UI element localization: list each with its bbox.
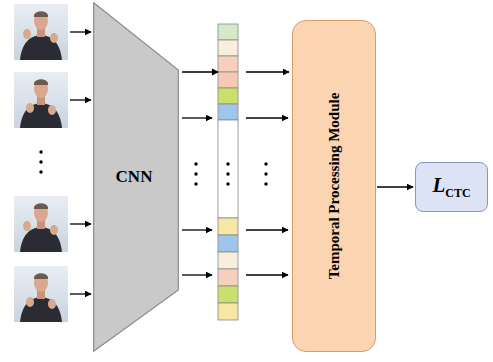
feature-arrow — [182, 274, 212, 275]
signer-hand — [23, 221, 31, 231]
signer-hand — [23, 29, 31, 39]
signer-body — [20, 103, 62, 128]
ellipsis-dot — [264, 172, 267, 175]
video-frame — [14, 266, 68, 322]
signer-body — [20, 297, 62, 322]
ellipsis-dot — [226, 162, 229, 165]
loss-box: LCTC — [415, 162, 488, 212]
signer-hand — [48, 299, 56, 309]
ellipsis-dot — [264, 182, 267, 185]
feature-cell — [218, 269, 238, 286]
feature-arrow — [246, 229, 288, 230]
feature-arrow — [246, 117, 288, 118]
ellipsis-dot — [39, 150, 42, 153]
frame-background — [14, 4, 68, 60]
feature-cell — [218, 40, 238, 56]
input-arrow — [70, 223, 91, 224]
signer-hair — [34, 11, 48, 17]
ellipsis-dot — [194, 172, 197, 175]
ellipsis-dot — [39, 160, 42, 163]
input-arrow — [70, 99, 91, 100]
feature-cell — [218, 303, 238, 320]
signer-head — [34, 80, 48, 98]
flow-arrow — [377, 186, 413, 187]
ellipsis-dot — [264, 162, 267, 165]
feature-cell — [218, 104, 238, 120]
ellipsis-dot — [194, 182, 197, 185]
signer-hand — [26, 297, 34, 307]
input-arrow — [70, 293, 91, 294]
input-arrow — [70, 31, 91, 32]
feature-cell — [218, 88, 238, 104]
feature-cell — [218, 286, 238, 303]
loss-symbol: L — [432, 173, 445, 197]
frame-background — [14, 266, 68, 322]
frame-background — [14, 196, 68, 252]
feature-cell — [218, 120, 238, 218]
signer-head — [34, 274, 48, 292]
signer-hair — [34, 273, 48, 279]
arrow-head — [212, 69, 219, 76]
feature-arrow — [182, 229, 212, 230]
temporal-module-box: Temporal Processing Module — [292, 20, 376, 352]
video-frame — [14, 72, 68, 128]
loss-subscript: CTC — [445, 186, 470, 200]
feature-cell — [218, 235, 238, 252]
text-holder: CNN — [93, 2, 179, 352]
feature-cell — [218, 24, 238, 40]
signer-hand — [50, 33, 58, 43]
feature-cell — [218, 56, 238, 72]
feature-arrow — [246, 274, 288, 275]
frame-background — [14, 72, 68, 128]
feature-arrow — [182, 117, 212, 118]
node-label: Temporal Processing Module — [326, 93, 343, 280]
ellipsis-dot — [226, 182, 229, 185]
feature-cell — [218, 218, 238, 235]
signer-head — [34, 12, 48, 30]
signer-hair — [34, 203, 48, 209]
ellipsis-dot — [226, 172, 229, 175]
cnn-trapezoid: CNN — [93, 2, 179, 352]
signer-head — [34, 204, 48, 222]
ellipsis-dot — [39, 170, 42, 173]
feature-cell — [218, 252, 238, 269]
video-frame — [14, 196, 68, 252]
flow-arrow — [182, 71, 289, 72]
trapezoid-shape — [94, 3, 179, 352]
signer-hand — [50, 225, 58, 235]
signer-hand — [48, 105, 56, 115]
feature-cell — [218, 72, 238, 88]
signer-hand — [26, 103, 34, 113]
text-holder: LCTC — [432, 173, 470, 201]
signer-hair — [34, 79, 48, 85]
ellipsis-dot — [194, 162, 197, 165]
video-frame — [14, 4, 68, 60]
node-label: CNN — [116, 167, 153, 187]
